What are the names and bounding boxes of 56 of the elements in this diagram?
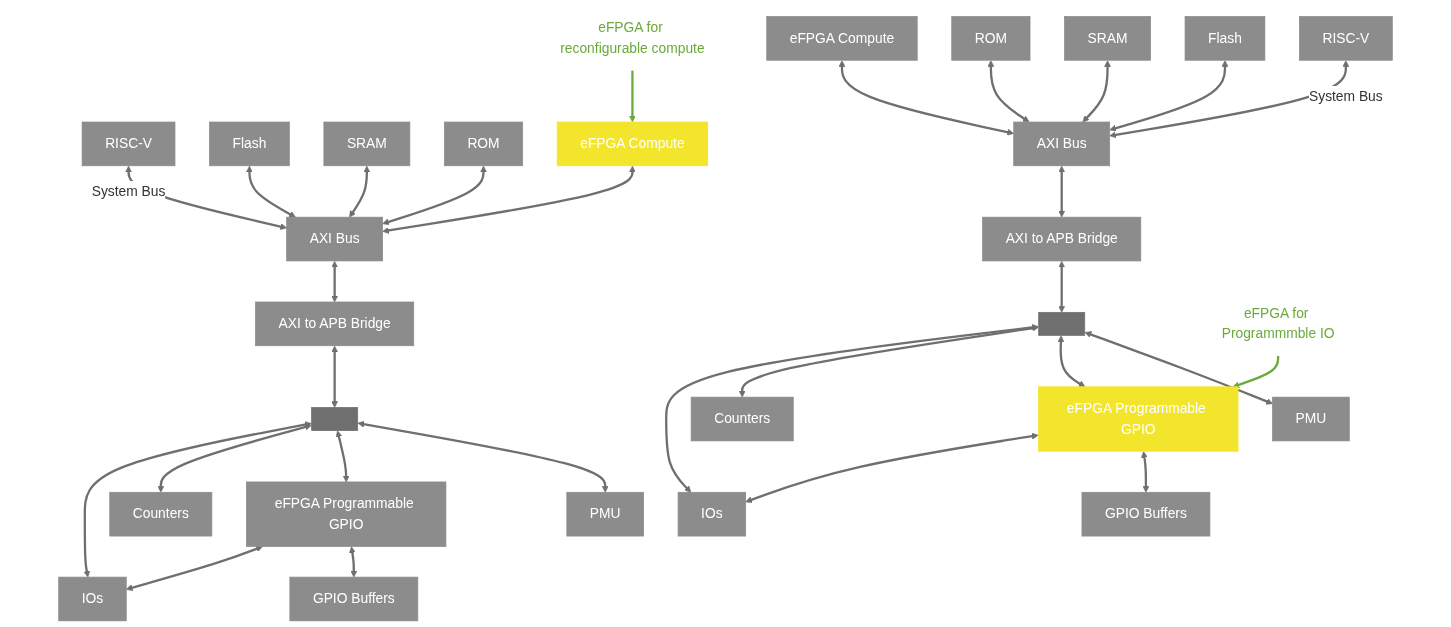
node-box: AXI Bus — [1013, 121, 1111, 167]
arrow — [246, 165, 296, 218]
node-box: Flash — [209, 121, 290, 167]
arrow — [838, 60, 1015, 136]
node-box: IOs — [58, 576, 127, 622]
arrow — [1084, 331, 1273, 405]
arrow — [987, 60, 1030, 123]
arrow — [125, 545, 263, 591]
node-box: IOs — [677, 491, 747, 537]
arrow — [157, 423, 312, 493]
node-box: PMU — [566, 491, 644, 537]
node-box: eFPGA Compute — [766, 16, 918, 61]
arrow — [1109, 60, 1229, 132]
arrow — [382, 165, 636, 234]
arrow — [331, 345, 338, 408]
node-bar — [311, 407, 359, 431]
edge-label: System Bus — [1309, 88, 1383, 104]
node-box: AXI to APB Bridge — [255, 301, 415, 347]
arrow — [629, 70, 636, 123]
node-box: eFPGA Programmable GPIO — [1038, 386, 1239, 452]
arrow — [349, 165, 371, 218]
node-box: RISC-V — [81, 121, 176, 167]
node-box: RISC-V — [1299, 16, 1393, 61]
node-box: eFPGA Programmable GPIO — [246, 481, 447, 547]
arrow — [745, 432, 1039, 503]
node-text: eFPGA for Programmmble IO — [1221, 305, 1335, 342]
node-box: Counters — [109, 491, 213, 537]
arrow — [382, 165, 487, 226]
node-box: SRAM — [323, 121, 411, 167]
node-box: Counters — [690, 396, 794, 442]
arrow — [1109, 60, 1350, 139]
arrow — [1141, 451, 1150, 493]
arrow — [357, 420, 609, 493]
node-box: Flash — [1184, 16, 1266, 61]
node-text: eFPGA for reconfigurable compute — [560, 19, 705, 57]
node-box: AXI to APB Bridge — [982, 216, 1142, 262]
arrow — [335, 430, 350, 483]
node-box: SRAM — [1064, 16, 1151, 61]
node-box: AXI Bus — [286, 216, 383, 262]
node-box: GPIO Buffers — [1081, 491, 1211, 537]
node-box: PMU — [1272, 396, 1350, 442]
arrow — [83, 421, 312, 578]
arrow — [1058, 165, 1066, 218]
node-box: eFPGA Compute — [556, 121, 709, 167]
node-box: ROM — [951, 16, 1031, 61]
arrow — [331, 260, 338, 303]
edge-label: System Bus — [91, 183, 166, 199]
arrow — [1232, 356, 1280, 389]
arrow — [665, 324, 1039, 493]
arrow — [1057, 335, 1086, 388]
arrow — [349, 546, 358, 578]
node-bar — [1038, 311, 1086, 336]
node-box: GPIO Buffers — [289, 576, 419, 622]
arrow — [1082, 60, 1111, 123]
arrow — [1058, 260, 1066, 313]
node-box: ROM — [444, 121, 524, 167]
